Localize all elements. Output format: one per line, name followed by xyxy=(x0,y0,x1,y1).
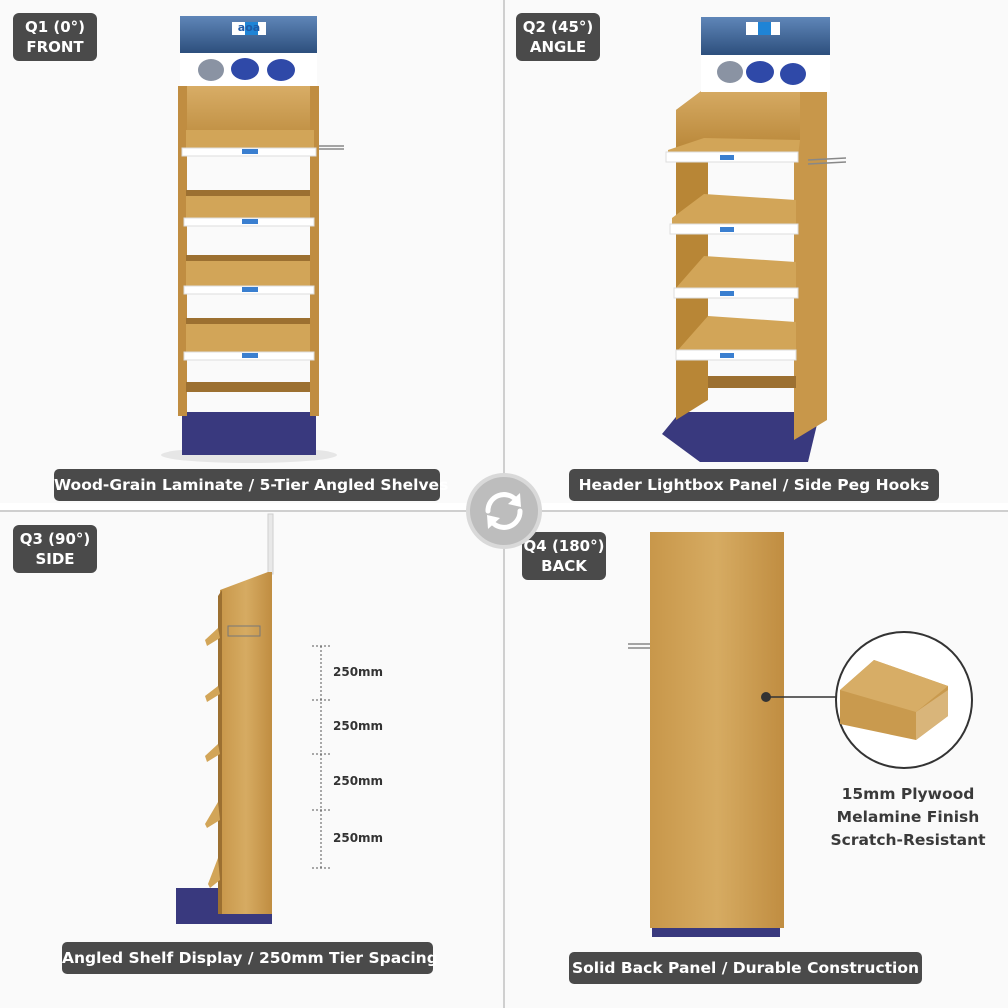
q2-angle-label: Q2 (45°) xyxy=(522,18,594,36)
q1-badge: Q1 (0°) FRONT xyxy=(13,13,97,61)
back-view-display xyxy=(628,532,973,937)
q1-view-label: FRONT xyxy=(26,38,84,56)
q2-caption: Header Lightbox Panel / Side Peg Hooks xyxy=(569,469,939,501)
side-view-display xyxy=(176,513,330,924)
tier-spacing-label: 250mm xyxy=(333,665,384,679)
q2-view-label: ANGLE xyxy=(529,38,587,56)
q3-caption: Angled Shelf Display / 250mm Tier Spacin… xyxy=(62,942,438,974)
rotate-arrows-icon xyxy=(470,477,538,545)
q3-badge: Q3 (90°) SIDE xyxy=(13,525,97,573)
tier-spacing-label: 250mm xyxy=(333,831,384,845)
q4-caption: Solid Back Panel / Durable Construction xyxy=(569,952,922,984)
q3-angle-label: Q3 (90°) xyxy=(19,530,91,548)
header-logo: aoa xyxy=(237,21,261,34)
material-line-thickness: 15mm Plywood xyxy=(841,785,975,803)
q4-badge: Q4 (180°) BACK xyxy=(522,532,606,580)
tier-spacing-label: 250mm xyxy=(333,719,384,733)
q1-caption: Wood-Grain Laminate / 5-Tier Angled Shel… xyxy=(54,469,448,501)
rotate-arrows-glyph xyxy=(485,492,523,530)
q2-badge: Q2 (45°) ANGLE xyxy=(516,13,600,61)
material-line-finish: Melamine Finish xyxy=(836,808,980,826)
front-view-display xyxy=(161,16,344,463)
angle-view-display xyxy=(662,17,847,462)
q4-angle-label: Q4 (180°) xyxy=(523,537,605,555)
material-line-property: Scratch-Resistant xyxy=(830,831,986,849)
material-callout: 15mm Plywood Melamine Finish Scratch-Res… xyxy=(820,783,996,852)
q4-view-label: BACK xyxy=(541,557,587,575)
q1-angle-label: Q1 (0°) xyxy=(24,18,86,36)
q3-view-label: SIDE xyxy=(35,550,75,568)
tier-spacing-label: 250mm xyxy=(333,774,384,788)
